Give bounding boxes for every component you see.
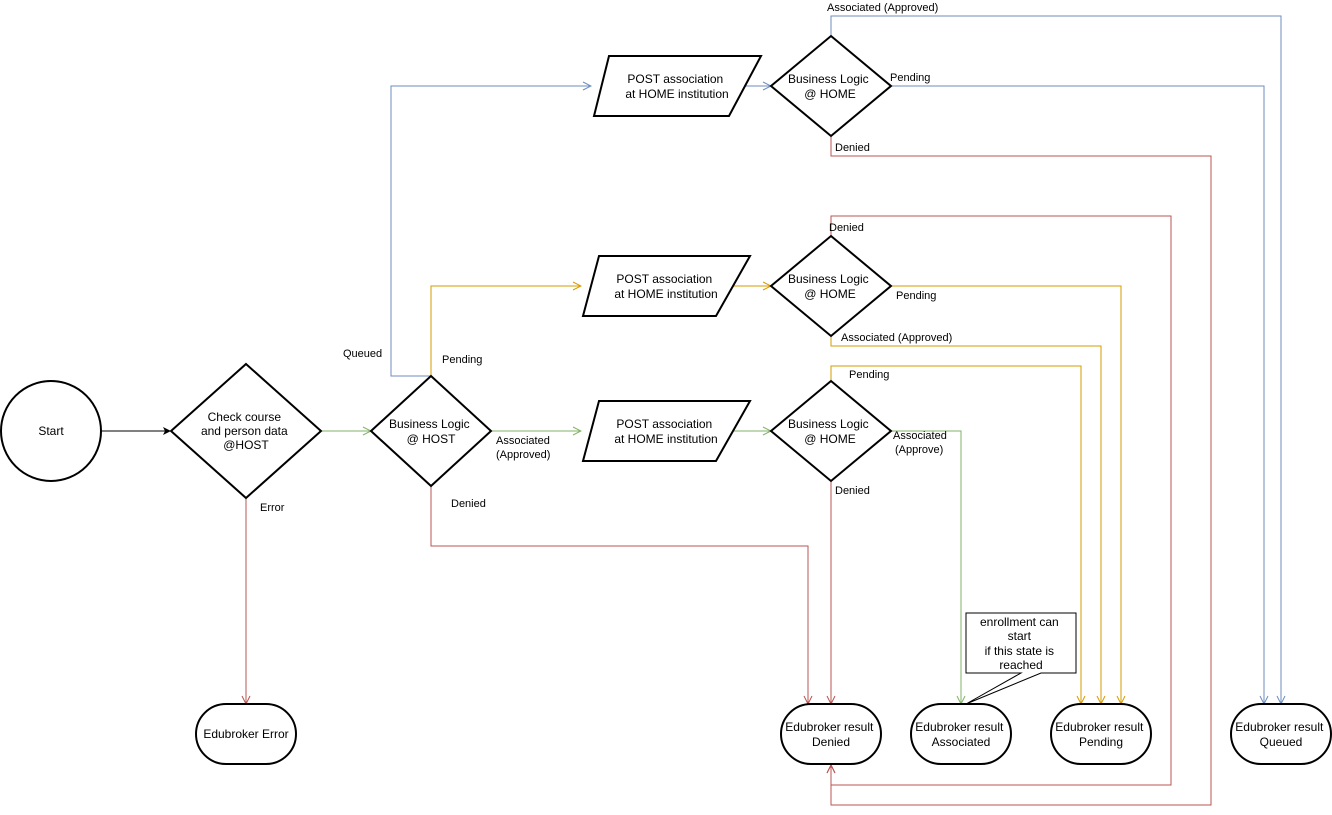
label-error: Error: [260, 502, 285, 514]
start-node[interactable]: Start: [0, 380, 102, 482]
label-host-pending: Pending: [442, 354, 482, 366]
result-associated-terminal[interactable]: Edubroker result Associated: [910, 703, 1012, 765]
business-logic-home-top-label: Business Logic @ HOME: [788, 72, 872, 101]
business-logic-home-low-label: Business Logic @ HOME: [788, 417, 872, 446]
edges: [102, 15, 1281, 806]
result-pending-label: Edubroker result Pending: [1055, 720, 1146, 749]
label-top-pending: Pending: [890, 72, 930, 84]
business-logic-home-mid[interactable]: Business Logic @ HOME: [769, 234, 893, 338]
edge-labels: Error Queued Pending Associated (Approve…: [260, 2, 952, 514]
edge-top-pending: [891, 85, 1264, 704]
post-association-top[interactable]: POST association at HOME institution: [592, 55, 763, 117]
label-host-associated: Associated (Approved): [496, 435, 553, 461]
business-logic-home-top[interactable]: Business Logic @ HOME: [769, 34, 893, 138]
label-queued: Queued: [343, 348, 382, 360]
label-low-pending: Pending: [849, 369, 889, 381]
label-low-associated: Associated (Approve): [893, 430, 950, 456]
result-queued-label: Edubroker result Queued: [1235, 720, 1326, 749]
result-denied-label: Edubroker result Denied: [785, 720, 876, 749]
start-label: Start: [38, 424, 64, 438]
label-top-denied: Denied: [835, 142, 870, 154]
edge-low-pending: [830, 365, 1081, 704]
label-mid-associated: Associated (Approved): [841, 332, 952, 344]
nodes: Start Check course and person data @HOST…: [0, 34, 1332, 765]
edge-host-pending: [430, 286, 581, 376]
label-low-denied: Denied: [835, 485, 870, 497]
post-association-top-label: POST association at HOME institution: [625, 72, 728, 101]
check-course-label: Check course and person data @HOST: [201, 410, 291, 452]
edubroker-error-label: Edubroker Error: [203, 727, 288, 741]
business-logic-host-decision[interactable]: Business Logic @ HOST: [369, 374, 493, 488]
post-association-mid-label: POST association at HOME institution: [614, 272, 717, 301]
edge-low-associated: [891, 430, 961, 704]
edubroker-error-terminal[interactable]: Edubroker Error: [195, 703, 297, 765]
edge-mid-associated: [830, 336, 1101, 704]
edge-mid-denied: [831, 215, 1172, 786]
enrollment-note-label: enrollment can start if this state is re…: [980, 615, 1062, 672]
enrollment-note-callout[interactable]: enrollment can start if this state is re…: [965, 612, 1077, 705]
edge-top-denied: [831, 136, 1212, 806]
edge-mid-pending: [891, 285, 1121, 704]
label-mid-denied: Denied: [829, 222, 864, 234]
result-denied-terminal[interactable]: Edubroker result Denied: [780, 703, 882, 765]
check-course-decision[interactable]: Check course and person data @HOST: [169, 362, 323, 500]
label-host-denied: Denied: [451, 498, 486, 510]
result-associated-label: Edubroker result Associated: [915, 720, 1006, 749]
label-mid-pending: Pending: [896, 290, 936, 302]
post-association-low[interactable]: POST association at HOME institution: [581, 400, 752, 462]
business-logic-home-mid-label: Business Logic @ HOME: [788, 272, 872, 301]
business-logic-host-label: Business Logic @ HOST: [389, 417, 473, 446]
post-association-mid[interactable]: POST association at HOME institution: [581, 255, 752, 317]
edge-host-queued: [390, 86, 591, 377]
edge-top-associated: [830, 15, 1281, 704]
result-queued-terminal[interactable]: Edubroker result Queued: [1230, 703, 1332, 765]
label-top-associated: Associated (Approved): [827, 2, 938, 14]
edge-host-denied: [430, 486, 808, 704]
result-pending-terminal[interactable]: Edubroker result Pending: [1050, 703, 1152, 765]
business-logic-home-low[interactable]: Business Logic @ HOME: [769, 379, 893, 483]
post-association-low-label: POST association at HOME institution: [614, 417, 717, 446]
